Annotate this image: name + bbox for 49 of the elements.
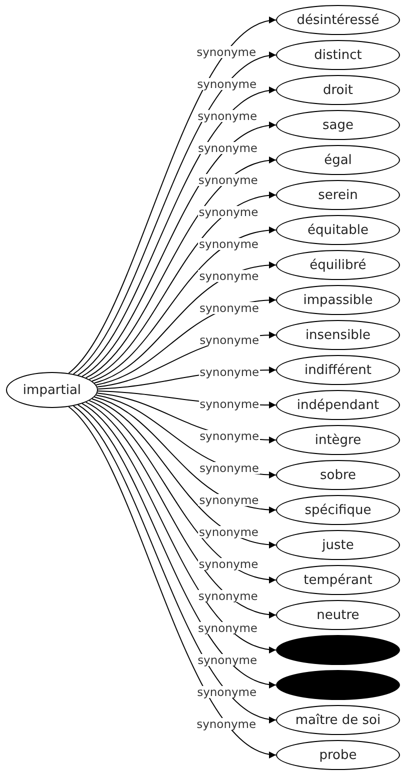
edge-label: synonyme — [198, 398, 260, 410]
synonym-ellipse: désintéressé — [276, 5, 400, 35]
edge-label: synonyme — [196, 78, 258, 90]
synonym-ellipse: intègre — [276, 425, 400, 455]
synonym-ellipse: équilibré — [276, 250, 400, 280]
edge-label: synonyme — [196, 110, 258, 122]
synonym-ellipse: indépendant — [276, 390, 400, 420]
synonym-ellipse: droit — [276, 75, 400, 105]
arrow — [85, 158, 276, 378]
synonym-ellipse: maître de soi — [276, 705, 400, 735]
synonym-ellipse: spécifique — [276, 495, 400, 525]
edge-label: synonyme — [196, 718, 258, 730]
edge-label: synonyme — [198, 238, 260, 250]
synonym-ellipse: tempérant — [276, 565, 400, 595]
arrow — [88, 192, 276, 380]
synonym-ellipse: distinct — [276, 40, 400, 70]
synonym-ellipse: sage — [276, 110, 400, 140]
synonym-ellipse: neutre — [276, 600, 400, 630]
edge-label: synonyme — [196, 46, 258, 58]
synonym-ellipse: probe — [276, 740, 400, 770]
edge-label: synonyme — [197, 590, 259, 602]
edge-label: synonyme — [196, 654, 258, 666]
edge-label: synonyme — [198, 462, 260, 474]
edge-label: synonyme — [198, 526, 260, 538]
edge-label: synonyme — [198, 206, 260, 218]
edge-label: synonyme — [198, 430, 260, 442]
synonym-ellipse: serein — [276, 180, 400, 210]
arrow — [92, 227, 276, 382]
arrow — [85, 402, 276, 618]
synonym-ellipse: indifférent — [276, 355, 400, 385]
edge-label: synonyme — [196, 622, 258, 634]
synonym-ellipse: équitable — [276, 215, 400, 245]
arrow — [88, 400, 276, 582]
edge-label: synonyme — [196, 686, 258, 698]
synonym-ellipse: impassible — [276, 285, 400, 315]
word-ellipse: impartial — [6, 372, 98, 408]
synonym-ellipse: sobre — [276, 460, 400, 490]
edge-label: synonyme — [198, 494, 260, 506]
edge-label: synonyme — [198, 334, 260, 346]
synonym-ellipse: insensible — [276, 320, 400, 350]
synonym-ellipse: égal — [276, 145, 400, 175]
edge-label: synonyme — [198, 270, 260, 282]
edge-label: synonyme — [196, 142, 258, 154]
edge-label: synonyme — [198, 302, 260, 314]
edge-label: synonyme — [197, 174, 259, 186]
edge-label: synonyme — [198, 558, 260, 570]
synonym-ellipse: juste — [276, 530, 400, 560]
arrow — [92, 398, 276, 548]
arrow — [94, 262, 276, 384]
